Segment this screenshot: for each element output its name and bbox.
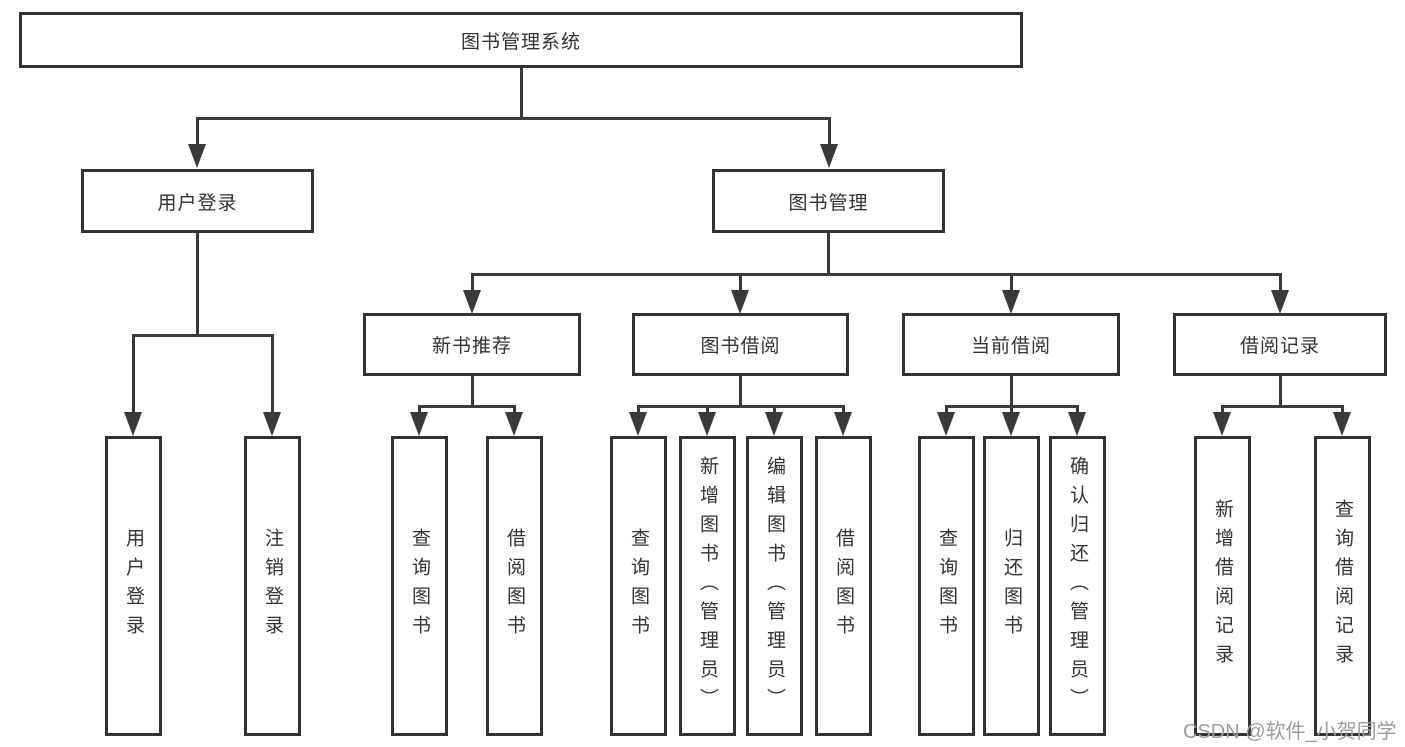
leaf-query-books-recommend: 查询图书 (391, 436, 448, 736)
leaf-query-books-borrowing: 查询图书 (610, 436, 667, 736)
connector-line (1222, 405, 1343, 408)
arrow-down-icon (1002, 290, 1020, 314)
arrow-down-icon (463, 290, 481, 314)
connector-line (945, 405, 948, 417)
arrow-down-icon (505, 412, 523, 436)
csdn-watermark: CSDN @软件_小贺同学 (1183, 721, 1397, 743)
node-label: 图书管理系统 (460, 31, 581, 53)
connector-line (1076, 405, 1079, 417)
leaf-borrow-books: 借阅图书 (815, 436, 872, 736)
connector-line (513, 405, 516, 417)
arrow-down-icon (698, 412, 716, 436)
connector-line (1010, 376, 1013, 408)
node-new-book-recommendation: 新书推荐 (363, 313, 581, 376)
node-label: 借阅图书 (833, 528, 854, 644)
node-current-borrowing: 当前借阅 (902, 313, 1120, 376)
node-label: 归还图书 (1001, 528, 1022, 644)
node-label: 编辑图书（管理员） (764, 455, 785, 717)
arrow-down-icon (834, 412, 852, 436)
node-label: 查询借阅记录 (1332, 499, 1353, 673)
leaf-borrow-books-recommend: 借阅图书 (486, 436, 543, 736)
node-label: 借阅记录 (1239, 336, 1320, 357)
leaf-add-books-admin: 新增图书（管理员） (679, 436, 736, 736)
connector-line (638, 405, 844, 408)
connector-line (419, 405, 515, 408)
leaf-confirm-return-admin: 确认归还（管理员） (1049, 436, 1106, 736)
connector-line (706, 405, 709, 417)
arrow-down-icon (731, 290, 749, 314)
arrow-down-icon (1213, 412, 1231, 436)
node-label: 查询图书 (409, 528, 430, 644)
arrow-down-icon (410, 412, 428, 436)
connector-line (1279, 273, 1282, 295)
node-label: 用户登录 (123, 528, 144, 644)
node-book-management: 图书管理 (712, 169, 945, 233)
node-user-login: 用户登录 (81, 169, 314, 233)
connector-line (196, 117, 199, 151)
arrow-down-icon (820, 144, 838, 168)
connector-line (471, 376, 474, 408)
node-label: 注销登录 (262, 528, 283, 644)
connector-line (637, 405, 640, 417)
leaf-user-login: 用户登录 (105, 436, 162, 736)
arrow-down-icon (1271, 290, 1289, 314)
connector-line (842, 405, 845, 417)
connector-line (471, 273, 474, 295)
connector-line (196, 233, 199, 336)
node-label: 查询图书 (628, 528, 649, 644)
node-label: 图书管理 (788, 192, 869, 214)
node-label: 当前借阅 (970, 336, 1051, 357)
arrow-down-icon (765, 412, 783, 436)
arrow-down-icon (937, 412, 955, 436)
node-label: 用户登录 (157, 192, 238, 214)
connector-line (520, 68, 523, 120)
connector-line (1341, 405, 1344, 417)
node-label: 借阅图书 (504, 528, 525, 644)
connector-line (418, 405, 421, 417)
connector-line (1279, 376, 1282, 408)
node-label: 新增图书（管理员） (697, 455, 718, 717)
arrow-down-icon (124, 412, 142, 436)
connector-line (271, 334, 274, 416)
arrow-down-icon (188, 144, 206, 168)
arrow-down-icon (1068, 412, 1086, 436)
leaf-return-books: 归还图书 (983, 436, 1040, 736)
connector-line (133, 334, 274, 337)
connector-line (739, 376, 742, 408)
arrow-down-icon (1002, 412, 1020, 436)
arrow-down-icon (629, 412, 647, 436)
leaf-edit-books-admin: 编辑图书（管理员） (746, 436, 803, 736)
node-book-borrowing: 图书借阅 (632, 313, 849, 376)
node-borrowing-records: 借阅记录 (1173, 313, 1387, 376)
connector-line (1221, 405, 1224, 417)
connector-line (773, 405, 776, 417)
leaf-logout: 注销登录 (244, 436, 301, 736)
arrow-down-icon (263, 412, 281, 436)
connector-line (1010, 273, 1013, 295)
leaf-query-books-current: 查询图书 (918, 436, 975, 736)
node-root-library-system: 图书管理系统 (19, 12, 1023, 68)
node-label: 确认归还（管理员） (1067, 455, 1088, 717)
node-label: 新增借阅记录 (1212, 499, 1233, 673)
connector-line (828, 117, 831, 151)
leaf-add-borrow-record: 新增借阅记录 (1194, 436, 1251, 736)
connector-line (132, 334, 135, 416)
leaf-query-borrow-record: 查询借阅记录 (1314, 436, 1371, 736)
node-label: 新书推荐 (431, 336, 512, 357)
connector-line (827, 233, 830, 276)
connector-line (1010, 405, 1013, 417)
arrow-down-icon (1333, 412, 1351, 436)
connector-line (739, 273, 742, 295)
node-label: 查询图书 (936, 528, 957, 644)
node-label: 图书借阅 (700, 336, 781, 357)
connector-line (197, 117, 831, 120)
connector-line (472, 273, 1281, 276)
